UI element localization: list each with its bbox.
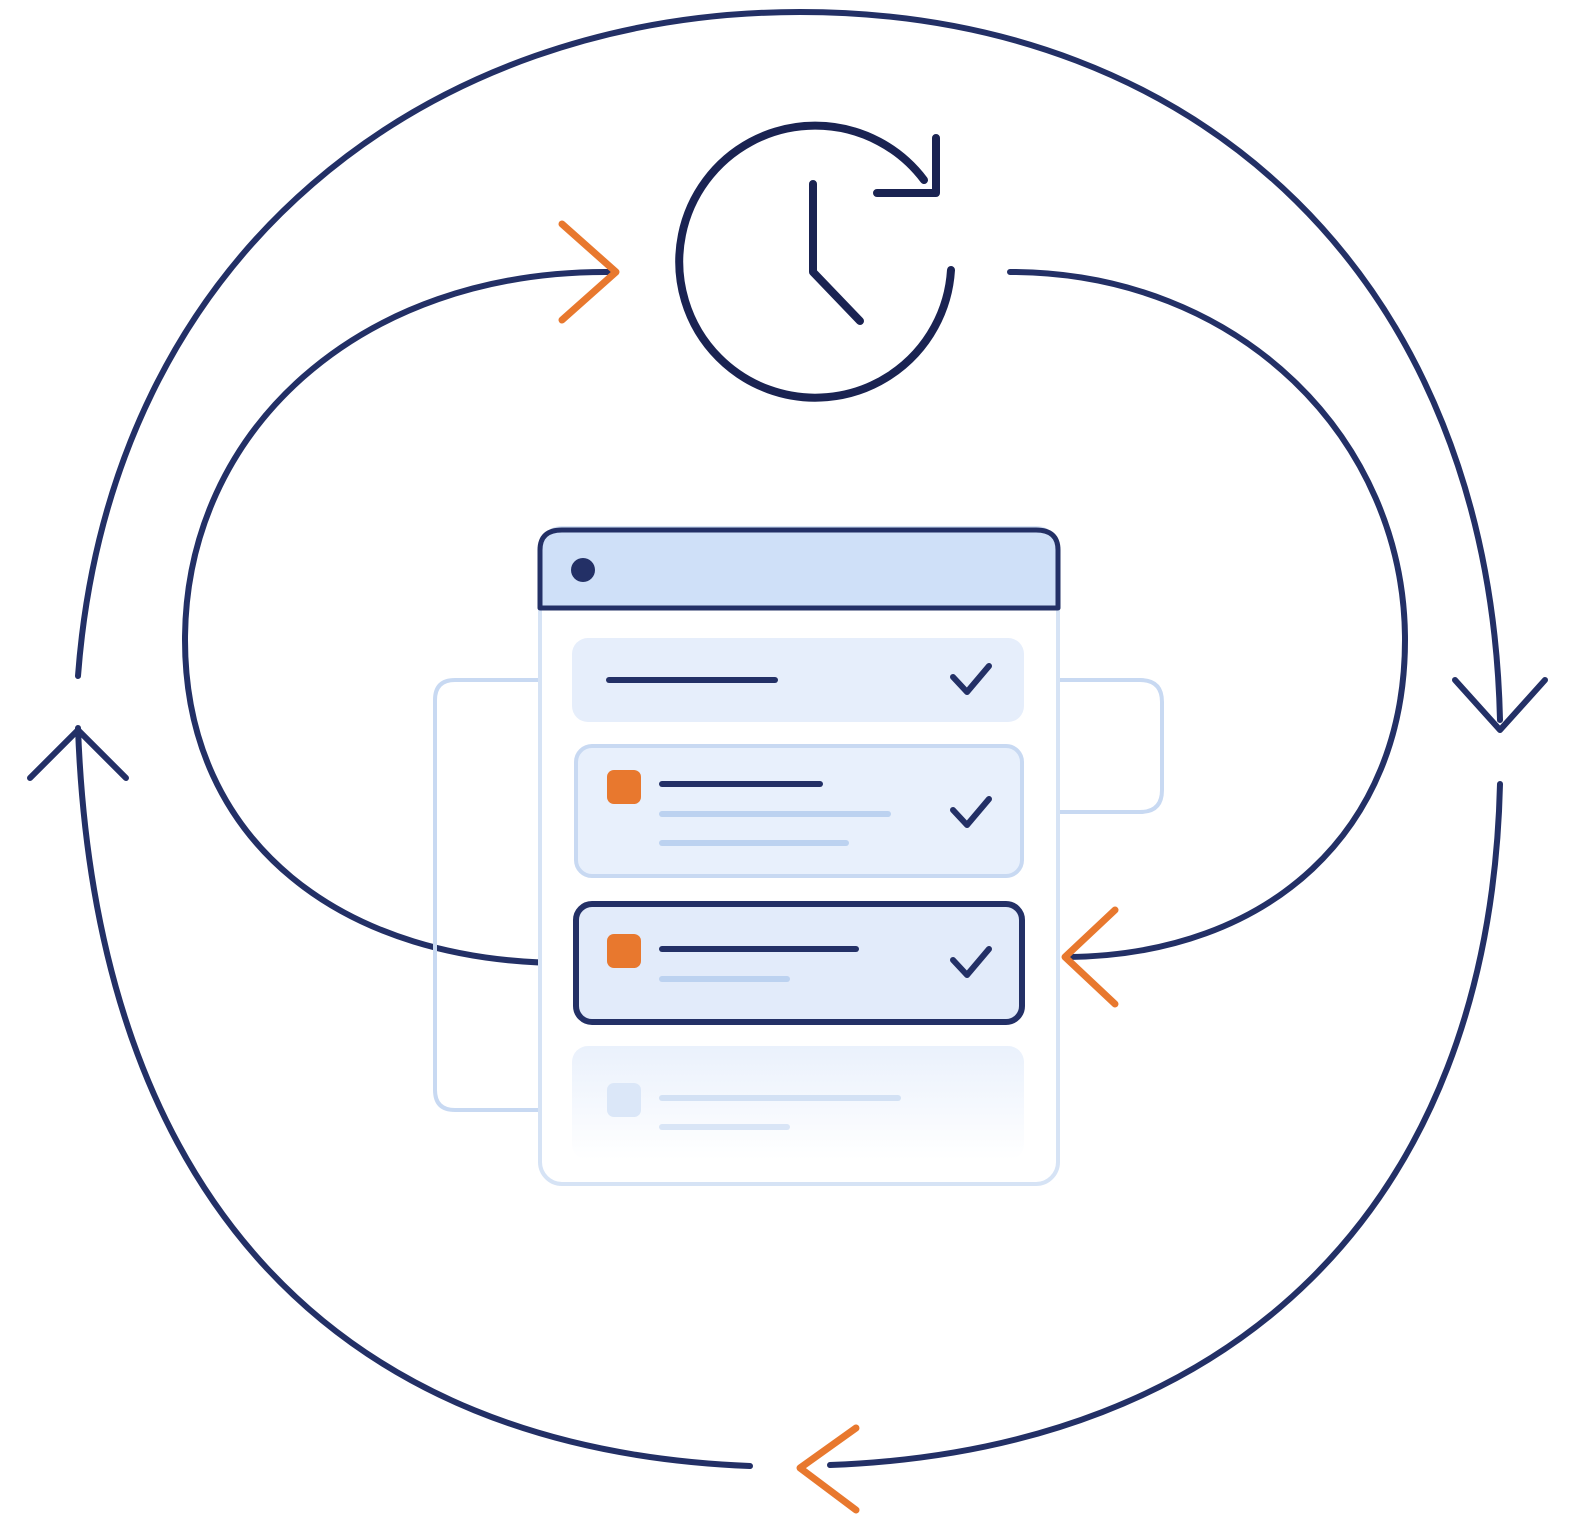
up-arrow-icon [27,727,129,781]
clock-refresh-icon [675,121,955,402]
inner-cycle [182,268,1408,967]
left-arrow-icon [1061,906,1119,1008]
check-icon [950,796,992,828]
inner-arc-right [1007,269,1408,960]
outer-arc-bottom-left [75,725,753,1469]
task-row-active [573,901,1025,1025]
square-marker-icon [607,770,641,804]
task-row [572,638,1024,722]
square-marker-icon [607,1083,641,1117]
outer-arc-bottom-right [827,781,1503,1468]
left-connector-frame [433,678,575,1112]
outer-cycle [27,9,1548,1469]
inner-arc-left [182,268,613,967]
left-arrow-icon [796,1424,860,1514]
task-row-faded [572,1046,1024,1160]
task-row [574,744,1024,878]
down-arrow-icon [1452,677,1548,733]
window-dot [571,558,595,582]
check-icon [950,663,992,695]
right-arrow-icon [558,220,620,324]
right-connector-frame [1025,678,1164,814]
window-header [537,527,1061,611]
square-marker-icon [607,934,641,968]
outer-arc-top [75,9,1503,723]
check-icon [950,946,992,978]
connector-frames [433,678,1164,1112]
